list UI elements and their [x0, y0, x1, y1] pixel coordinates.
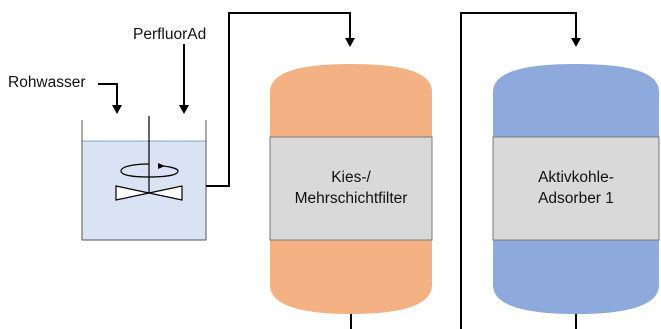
- rohwasser-feed-arrow: [98, 83, 122, 114]
- mixer-icon: [115, 116, 183, 201]
- perfluorad-feed-arrow: [179, 44, 189, 114]
- filter-label-line2: Mehrschichtfilter: [294, 189, 408, 207]
- perfluorad-label: PerfluorAd: [133, 26, 207, 43]
- adsorber-vessel: [492, 64, 660, 329]
- rohwasser-label: Rohwasser: [8, 74, 86, 91]
- adsorber-label-line1: Aktivkohle-: [538, 168, 614, 186]
- adsorber-label-line2: Adsorber 1: [538, 189, 614, 207]
- filter-media-band: [269, 136, 433, 241]
- filter-vessel: [269, 64, 433, 329]
- tank-liquid: [81, 140, 207, 241]
- mixing-tank: [81, 120, 207, 241]
- pipe-to-adsorber: [460, 12, 581, 329]
- pipe-tank-to-filter: [206, 12, 355, 187]
- filter-label-line1: Kies-/: [331, 168, 371, 186]
- adsorber-media-band: [492, 136, 660, 241]
- adsorber-label: Aktivkohle- Adsorber 1: [493, 137, 659, 240]
- filter-label: Kies-/ Mehrschichtfilter: [270, 137, 432, 240]
